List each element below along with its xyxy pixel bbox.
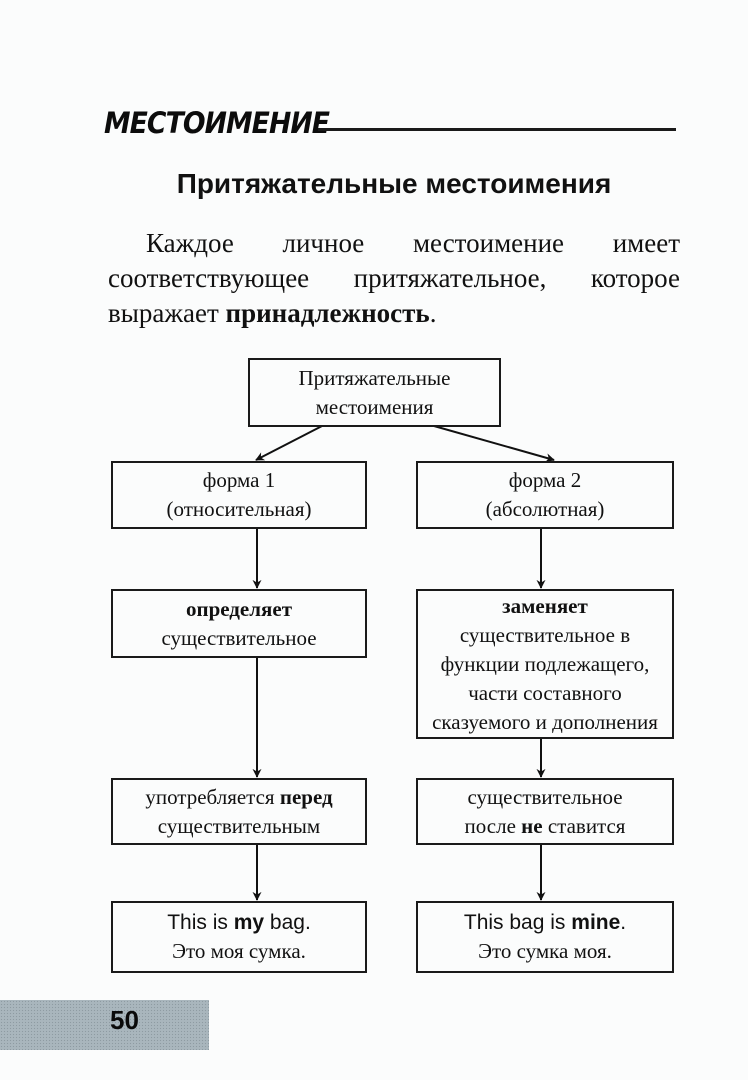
left-rule2-after: существительным xyxy=(157,813,321,838)
right-rule1-bold: заменяет xyxy=(502,593,588,618)
right-rule2-line1: существительное xyxy=(467,784,623,809)
left-example-box: This is my bag.Это моя сумка. xyxy=(111,901,367,973)
right-rule1-box: заменяет существительное в функции подле… xyxy=(416,589,674,739)
right-rule2-before: после xyxy=(464,813,522,838)
right-example-en-before: This bag is xyxy=(463,911,572,934)
right-example-en-after: . xyxy=(620,911,627,934)
left-rule2-box: употребляется перед существительным xyxy=(111,778,367,845)
section-title: МЕСТОИМЕНИЕ xyxy=(104,106,330,140)
page-number: 50 xyxy=(110,1005,139,1035)
page-number-band xyxy=(0,1000,209,1050)
root-line2: местоимения xyxy=(315,394,434,419)
form2-subtitle: (абсолютная) xyxy=(485,497,605,521)
form1-subtitle: (относительная) xyxy=(166,497,312,521)
section-rule xyxy=(318,128,676,131)
left-example-en-before: This is xyxy=(167,911,234,934)
intro-bold-term: принадлежность xyxy=(225,298,430,328)
left-rule1-rest: существительное xyxy=(161,625,317,650)
left-rule1-box: определяет существительное xyxy=(111,589,367,658)
right-rule2-after: ставится xyxy=(542,813,626,838)
left-rule2-bold: перед xyxy=(279,784,333,809)
right-rule2-box: существительное после не ставится xyxy=(416,778,674,845)
intro-paragraph: Каждое личное местоимение имеет соответс… xyxy=(108,226,680,331)
page-heading: Притяжательные местоимения xyxy=(176,168,612,199)
left-example-en-bold: my xyxy=(233,911,265,934)
left-rule2-before: употребляется xyxy=(145,784,280,809)
form2-box: форма 2 (абсолютная) xyxy=(416,461,674,529)
left-example-en: This is my bag. xyxy=(167,908,311,937)
right-example-en: This bag is mine. xyxy=(464,908,626,937)
root-box: Притяжательные местоимения xyxy=(248,358,501,427)
right-example-ru: Это сумка моя. xyxy=(478,939,612,963)
root-line1: Притяжательные xyxy=(298,365,451,390)
left-example-en-after: bag. xyxy=(264,911,311,934)
left-rule1-bold: определяет xyxy=(185,596,293,621)
right-rule2-bold: не xyxy=(521,813,543,838)
form2-title: форма 2 xyxy=(508,468,582,492)
arrow-root-to-form1 xyxy=(255,425,323,461)
intro-punct: . xyxy=(429,298,437,328)
form1-title: форма 1 xyxy=(202,468,276,492)
intro-text: Каждое личное местоимение имеет соответс… xyxy=(108,228,680,328)
right-rule1-rest: существительное в функции подлежащего, ч… xyxy=(432,622,658,734)
right-example-box: This bag is mine.Это сумка моя. xyxy=(416,901,674,973)
form1-box: форма 1 (относительная) xyxy=(111,461,367,529)
left-example-ru: Это моя сумка. xyxy=(172,939,306,963)
arrow-root-to-form2 xyxy=(433,425,555,463)
right-example-en-bold: mine xyxy=(571,911,621,934)
